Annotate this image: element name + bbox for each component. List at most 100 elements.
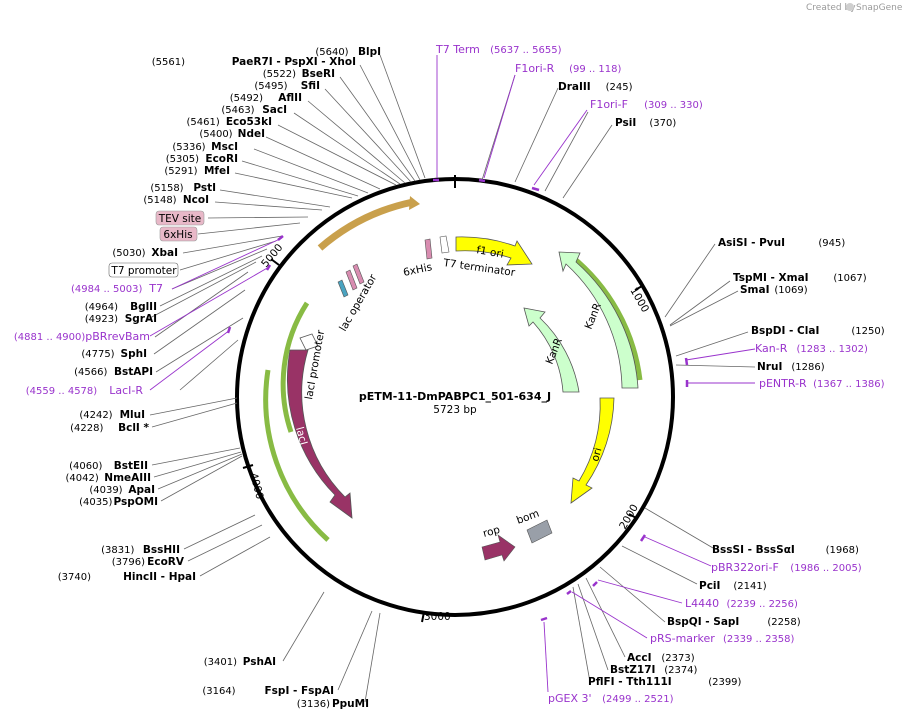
site-name: NcoI [183, 194, 209, 206]
site-paer7i-pspxi-xhoi[interactable]: PaeR7I - PspXI - XhoI(5561) [152, 56, 356, 68]
primer-prs-marker[interactable]: pRS-marker(2339 .. 2358) [650, 632, 795, 645]
site-position: (1968) [826, 545, 859, 556]
site-psii[interactable]: PsiI(370) [615, 117, 676, 129]
rop-arrow[interactable] [481, 534, 516, 562]
tick-1000 [634, 284, 645, 291]
site-ecori[interactable]: EcoRI(5305) [166, 153, 238, 165]
primer-name: pRS-marker [650, 632, 715, 645]
credit-prefix: Created by [806, 3, 856, 13]
primer-labels: T7 Term(5637 .. 5655)F1ori-R(99 .. 118)F… [14, 43, 885, 705]
laci-arrow[interactable] [287, 349, 353, 519]
tick-4000 [242, 464, 254, 469]
orf-arc-top [317, 198, 414, 251]
laci-label: lacI [293, 426, 309, 447]
site-pspomi[interactable]: PspOMI(4035) [79, 496, 158, 508]
site-fspi-fspai[interactable]: FspI - FspAI(3164) [202, 685, 334, 697]
his6-box[interactable] [159, 226, 198, 242]
tev-site-box[interactable] [155, 210, 205, 226]
site-bstapi[interactable]: BstAPI(4566) [74, 366, 153, 378]
site-psti[interactable]: PstI(5158) [150, 182, 216, 194]
site-sphi[interactable]: SphI(4775) [81, 348, 147, 360]
site-mlui[interactable]: MluI(4242) [79, 409, 145, 421]
site-sfii[interactable]: SfiI(5495) [254, 80, 320, 92]
f1-ori-arrow[interactable] [455, 236, 533, 266]
primer-range: (2239 .. 2256) [727, 599, 799, 610]
primer-l4440[interactable]: L4440(2239 .. 2256) [685, 597, 798, 610]
primer-kan-r[interactable]: Kan-R(1283 .. 1302) [755, 342, 868, 355]
site-msci[interactable]: MscI(5336) [172, 141, 238, 153]
site-position: (1250) [851, 326, 884, 337]
plasmid-name: pETM-11-DmPABPC1_501-634_J [359, 390, 551, 403]
site-nmeaiii[interactable]: NmeAIII(4042) [66, 472, 151, 484]
kanr-inner-arrow[interactable] [523, 307, 580, 393]
site-asisi-pvui[interactable]: AsiSI - PvuI(945) [718, 237, 845, 249]
t7-terminator-mark[interactable] [439, 235, 450, 254]
site-pcii[interactable]: PciI(2141) [699, 580, 767, 592]
kanr-outer-arrow[interactable] [558, 251, 639, 389]
site-name: DraIII [558, 81, 591, 93]
site-name: PaeR7I - PspXI - XhoI [232, 56, 356, 68]
his6-mark-left[interactable] [352, 263, 365, 285]
site-position: (4035) [79, 497, 112, 508]
site-sgrai[interactable]: SgrAI(4923) [85, 313, 157, 325]
site-bspqi-sapi[interactable]: BspQI - SapI(2258) [667, 616, 801, 628]
site-name: BssSI - BssSαI [712, 544, 795, 556]
primer-pbr322ori-f[interactable]: pBR322ori-F(1986 .. 2005) [711, 561, 862, 574]
site-bcli[interactable]: BclI *(4228) [70, 422, 149, 434]
primer-f1ori-r[interactable]: F1ori-R(99 .. 118) [515, 62, 622, 75]
laci-promoter-arrow[interactable] [299, 333, 319, 351]
site-bsshii[interactable]: BssHII(3831) [101, 544, 180, 556]
site-name: NdeI [238, 128, 265, 140]
primer-t7[interactable]: T7(4984 .. 5003) [71, 282, 163, 295]
site-name: BclI * [118, 422, 149, 434]
site-xbai[interactable]: XbaI(5030) [112, 247, 178, 259]
site-bglii[interactable]: BglII(4964) [85, 301, 157, 313]
site-name: ApaI [128, 484, 155, 496]
t7-promoter-box[interactable] [108, 262, 179, 278]
site-draiii[interactable]: DraIII(245) [558, 81, 633, 93]
his6-mark[interactable] [424, 238, 433, 260]
bom-box[interactable] [526, 519, 553, 544]
site-name: EcoRI [205, 153, 238, 165]
site-ecorv[interactable]: EcoRV(3796) [112, 556, 185, 568]
ori-arrow[interactable] [570, 397, 615, 504]
site-pflfi-tth111i[interactable]: PflFI - Tth111I(2399) [588, 676, 742, 688]
site-position: (4060) [69, 461, 102, 472]
site-smai[interactable]: SmaI(1069) [740, 284, 808, 296]
tick-label-1000: 1000 [627, 286, 651, 315]
site-ndei[interactable]: NdeI(5400) [199, 128, 265, 140]
site-name: BssHII [143, 544, 180, 556]
primer-pentr-r[interactable]: pENTR-R(1367 .. 1386) [759, 377, 885, 390]
primer-f1ori-f[interactable]: F1ori-F(309 .. 330) [590, 98, 703, 111]
site-bstz17i[interactable]: BstZ17I(2374) [610, 664, 698, 676]
site-acci[interactable]: AccI(2373) [627, 652, 695, 664]
tev-site-mark[interactable] [345, 269, 358, 291]
site-blpi[interactable]: BlpI(5640) [315, 46, 381, 58]
primer-name: F1ori-R [515, 62, 555, 75]
site-eco53ki[interactable]: Eco53kI(5461) [187, 116, 272, 128]
lac-operator-mark[interactable] [337, 279, 349, 298]
site-mfei[interactable]: MfeI(5291) [164, 165, 230, 177]
site-nrui[interactable]: NruI(1286) [757, 361, 825, 373]
primer-laci-r[interactable]: LacI-R(4559 .. 4578) [26, 384, 144, 397]
site-ncoi[interactable]: NcoI(5148) [143, 194, 209, 206]
site-aflii[interactable]: AflII(5492) [230, 92, 302, 104]
site-hincii-hpai[interactable]: HincII - HpaI(3740) [58, 571, 196, 583]
primer-range: (4881 .. 4900) [14, 332, 86, 343]
site-apai[interactable]: ApaI(4039) [89, 484, 155, 496]
site-tspmi-xmai[interactable]: TspMI - XmaI(1067) [733, 272, 867, 284]
site-bseri[interactable]: BseRI(5522) [263, 68, 335, 80]
site-name: SmaI [740, 284, 770, 296]
primer-pgex-3[interactable]: pGEX 3'(2499 .. 2521) [548, 692, 674, 705]
primer-t7-term[interactable]: T7 Term(5637 .. 5655) [435, 43, 562, 56]
his6-label: 6xHis [402, 261, 433, 279]
site-bsssi-bsss-i[interactable]: BssSI - BssSαI (1968) [712, 544, 859, 556]
site-bsteii[interactable]: BstEII(4060) [69, 460, 148, 472]
site-pshai[interactable]: PshAI(3401) [204, 656, 276, 668]
site-ppumi[interactable]: PpuMI(3136) [297, 698, 369, 710]
primer-pbrrevbam[interactable]: pBRrevBam(4881 .. 4900) [14, 330, 150, 343]
site-bspdi-clai[interactable]: BspDI - ClaI(1250) [751, 325, 885, 337]
primer-name: pENTR-R [759, 377, 807, 390]
site-saci[interactable]: SacI(5463) [221, 104, 287, 116]
